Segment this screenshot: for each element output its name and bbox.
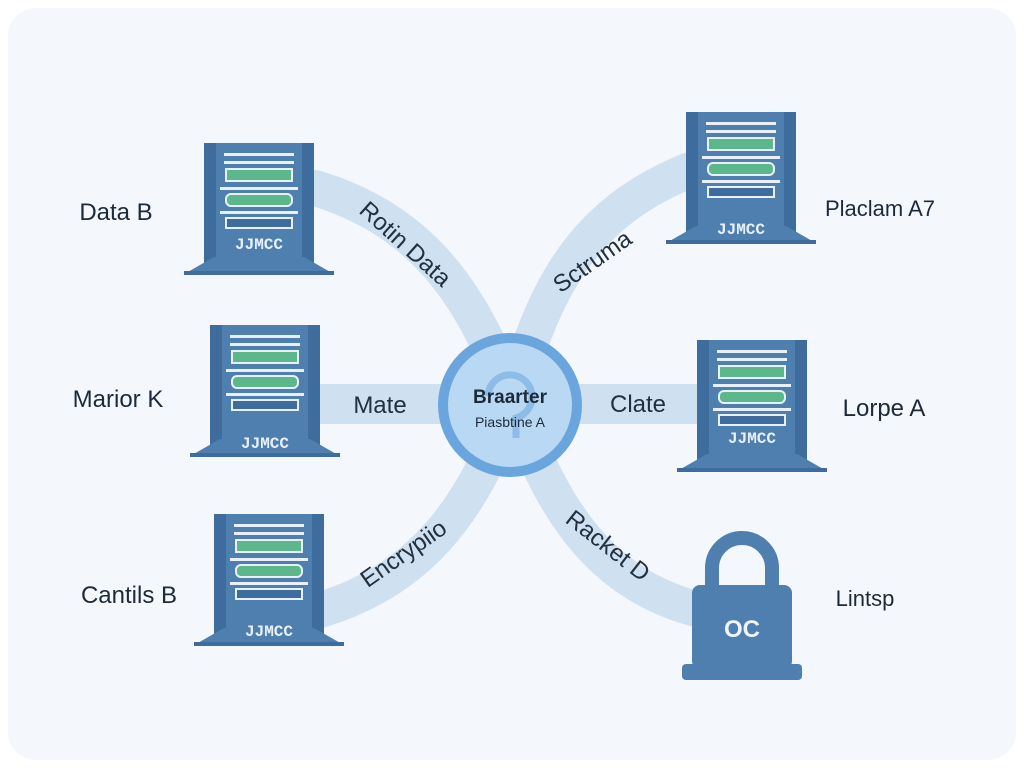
server-rack-icon [183,142,335,276]
server-badge: JJMCC [717,221,765,239]
server-top-left[interactable]: JJMCC [183,142,335,276]
server-mid-left[interactable]: JJMCC [189,324,341,458]
server-badge: JJMCC [245,623,293,641]
node-label-top-right: Placlam A7 [825,196,935,221]
server-badge: JJMCC [235,236,283,254]
padlock-icon[interactable]: OC [682,531,802,680]
hub-title: Braarter [473,387,548,408]
hub-subtitle: Piasbtine A [475,414,546,430]
server-badge: JJMCC [241,435,289,453]
server-mid-right[interactable]: JJMCC [676,339,828,473]
connector-label-mid-left: Mate [353,392,406,419]
node-label-mid-right: Lorpe A [843,395,926,422]
hub-circle-icon[interactable]: Braarter Piasbtine A [438,333,582,477]
node-label-bottom-right: Lintsp [836,586,895,611]
node-label-mid-left: Marior K [73,386,164,413]
server-bottom-left[interactable]: JJMCC [193,513,345,647]
server-top-right[interactable]: JJMCC [665,111,817,245]
padlock-badge: OC [724,616,760,643]
server-badge: JJMCC [728,430,776,448]
connector-label-mid-right: Clate [610,391,666,418]
server-rack-icon [676,339,828,473]
node-label-bottom-left: Cantils B [81,582,177,609]
node-label-top-left: Data B [79,199,152,226]
